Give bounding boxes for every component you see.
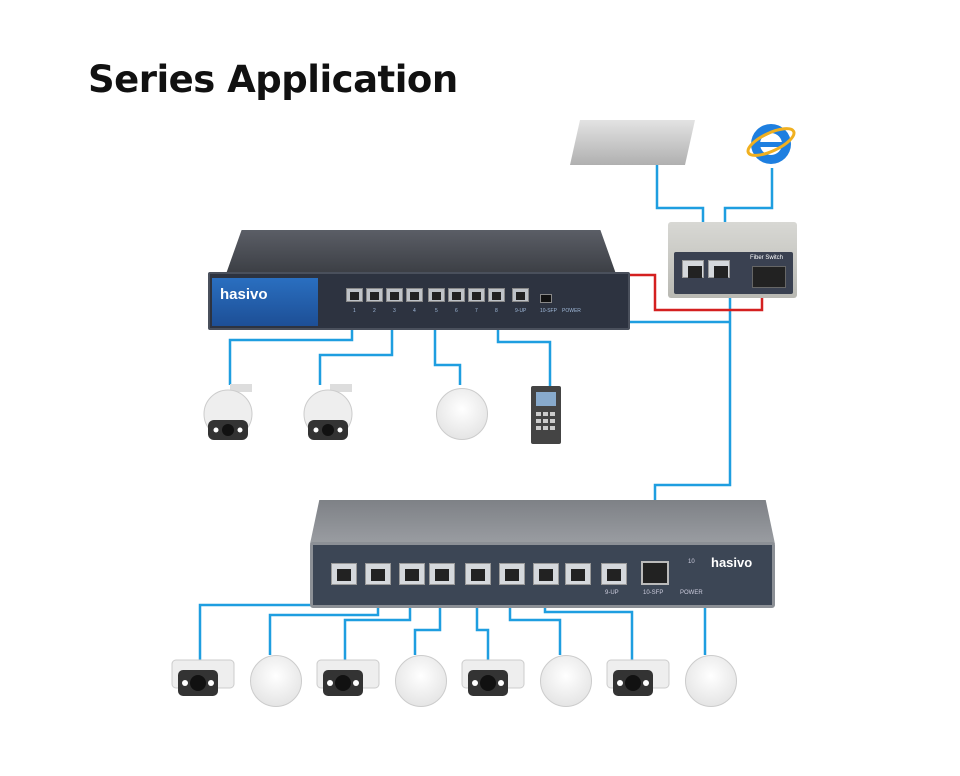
port-label: 3: [393, 308, 396, 314]
ethernet-port: [533, 563, 559, 585]
ethernet-port: [429, 563, 455, 585]
ethernet-port: [399, 563, 425, 585]
ethernet-port: [465, 563, 491, 585]
ethernet-port: [346, 288, 363, 302]
port-label: 7: [475, 308, 478, 314]
page-title: Series Application: [88, 58, 458, 101]
bullet-camera-icon: [460, 658, 526, 703]
port-label: 6: [455, 308, 458, 314]
ethernet-port: [565, 563, 591, 585]
ethernet-port: [488, 288, 505, 302]
port-label: 5: [435, 308, 438, 314]
port-label: 8: [495, 308, 498, 314]
bullet-camera-icon: [315, 658, 381, 703]
ethernet-port: [331, 563, 357, 585]
sfp-label: 10-SFP: [643, 590, 664, 596]
sfp-label: 10-SFP: [540, 308, 557, 314]
brand-logo: hasivo: [220, 286, 268, 303]
dome-camera-icon: [300, 382, 355, 444]
port-label: 1: [353, 308, 356, 314]
uplink-port: [512, 288, 529, 302]
top-poe-switch: hasivo 1 2 3 4 5 6 7 8 9-UP 10-SFP POWER: [208, 230, 630, 330]
sfp-port: [540, 294, 552, 303]
brand-logo: hasivo: [711, 555, 753, 570]
port-label: 2: [373, 308, 376, 314]
wireless-ap-icon: [540, 655, 592, 707]
bullet-camera-icon: [170, 658, 236, 703]
uplink-label: 9-UP: [605, 590, 619, 596]
ethernet-port: [499, 563, 525, 585]
wireless-ap-icon: [250, 655, 302, 707]
ethernet-port: [406, 288, 423, 302]
wireless-ap-icon: [685, 655, 737, 707]
ethernet-port: [386, 288, 403, 302]
ethernet-port: [366, 288, 383, 302]
access-control-icon: [531, 386, 561, 449]
bullet-camera-icon: [605, 658, 671, 703]
uplink-label: 9-UP: [515, 308, 527, 314]
fiber-switch-label: Fiber Switch: [750, 255, 784, 261]
bottom-poe-switch: 9-UP 10-SFP 10 POWER hasivo: [310, 500, 775, 610]
sfp-port: [641, 561, 669, 585]
power-label: POWER: [562, 308, 581, 314]
fiber-switch: Fiber Switch: [668, 222, 797, 298]
port-label: 4: [413, 308, 416, 314]
internet-explorer-icon: [746, 124, 796, 164]
wire-port3: [318, 315, 394, 385]
dome-camera-icon: [200, 382, 255, 444]
wire-port5: [433, 315, 462, 385]
nvr-icon: [570, 120, 695, 165]
uplink-port: [601, 563, 627, 585]
ethernet-port: [468, 288, 485, 302]
power-label: POWER: [680, 590, 703, 596]
wireless-ap-icon: [395, 655, 447, 707]
ethernet-port: [428, 288, 445, 302]
ethernet-port: [448, 288, 465, 302]
ethernet-port: [365, 563, 391, 585]
wireless-ap-icon: [436, 388, 488, 440]
led-label: 10: [688, 559, 695, 565]
